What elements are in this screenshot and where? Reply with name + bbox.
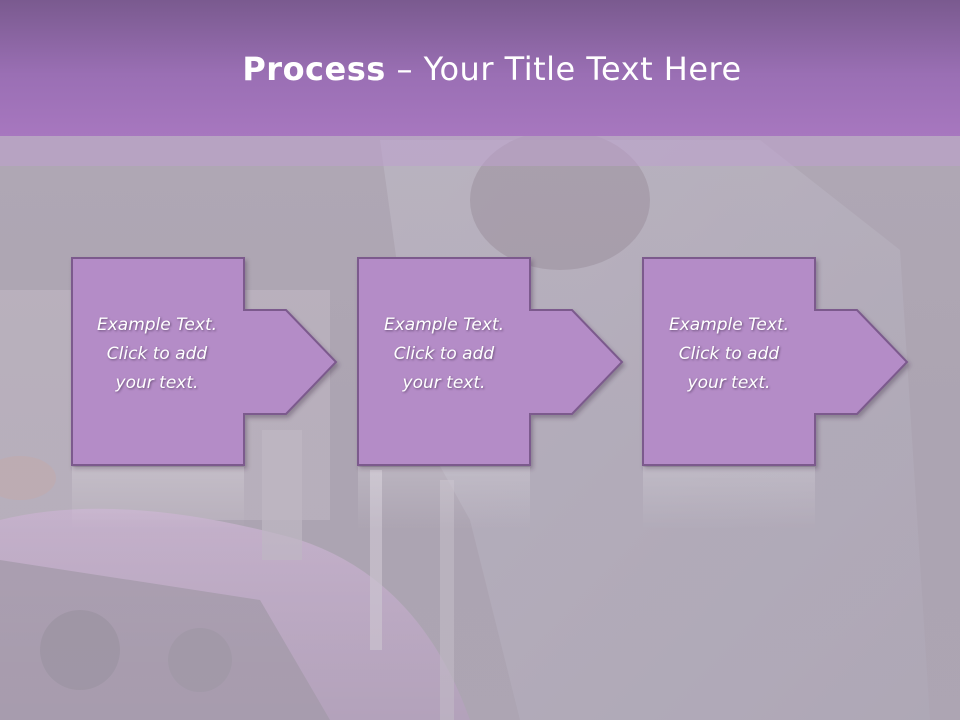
step-3-reflection [643,467,815,530]
step-3-text[interactable]: Example Text. Click to add your text. [668,315,790,393]
process-step-2[interactable] [357,257,624,530]
title-rest: – Your Title Text Here [385,50,742,88]
step-1-box-arrow [71,257,338,466]
title-bar [0,0,960,136]
title-strip [0,136,960,166]
step-2-box-arrow [357,257,624,466]
process-step-1[interactable] [71,257,338,530]
step-1-reflection [72,467,244,530]
step-2-text[interactable]: Example Text. Click to add your text. [383,315,505,393]
title-bold: Process [242,50,386,88]
step-3-box-arrow [642,257,909,466]
slide-title[interactable]: Process – Your Title Text Here [0,50,960,88]
step-2-reflection [358,467,530,530]
process-step-3[interactable] [642,257,909,530]
step-1-text[interactable]: Example Text. Click to add your text. [96,315,218,393]
